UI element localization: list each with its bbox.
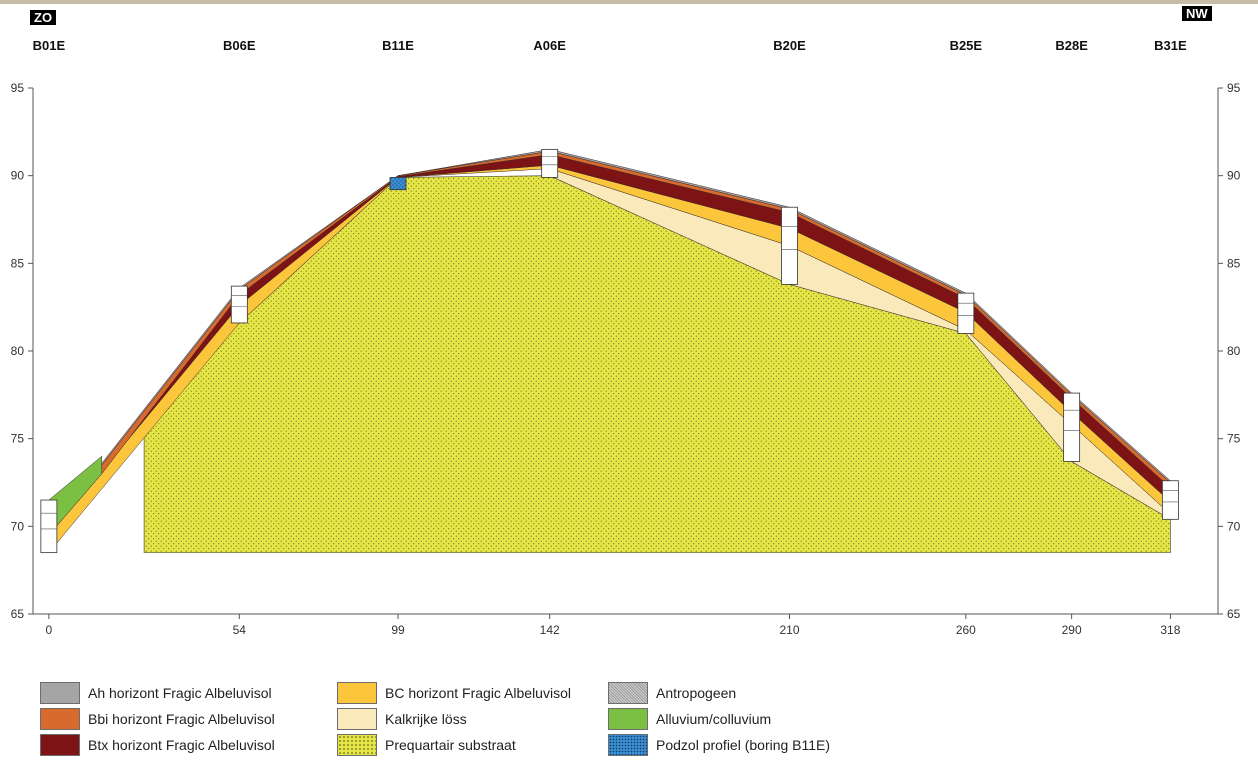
legend-label: Antropogeen <box>656 685 737 701</box>
borehole-b20e <box>781 206 798 285</box>
legend-label: BC horizont Fragic Albeluvisol <box>385 685 571 701</box>
soil-layers <box>48 149 1171 554</box>
y-tick-label-right: 70 <box>1227 519 1241 533</box>
y-tick-label-right: 80 <box>1227 344 1241 358</box>
x-tick-label: 260 <box>956 623 976 637</box>
legend-swatch <box>608 708 648 730</box>
legend-swatch <box>337 734 377 756</box>
orientation-label-nw: NW <box>1182 6 1212 21</box>
x-tick-label: 290 <box>1062 623 1082 637</box>
borehole-label-b01e: B01E <box>33 38 66 53</box>
y-tick-label-left: 65 <box>11 607 25 621</box>
y-tick-label-left: 75 <box>11 432 25 446</box>
legend-swatch <box>40 682 80 704</box>
legend-label: Bbi horizont Fragic Albeluvisol <box>88 711 275 727</box>
legend-label: Kalkrijke löss <box>385 711 467 727</box>
soil-profile-chart: 65 65 70 70 75 75 80 80 85 85 90 90 95 95 0 54 99 142 210 2… <box>11 38 1241 637</box>
axes: 65 65 70 70 75 75 80 80 85 85 90 90 95 95 0 54 99 142 210 2… <box>11 81 1241 637</box>
y-tick-label-left: 85 <box>11 256 25 270</box>
borehole-label-b28e: B28E <box>1055 38 1088 53</box>
x-tick-label: 210 <box>779 623 799 637</box>
legend-label: Alluvium/colluvium <box>656 711 772 727</box>
y-tick-label-right: 75 <box>1227 432 1241 446</box>
legend-label: Ah horizont Fragic Albeluvisol <box>88 685 272 701</box>
legend-swatch <box>337 708 377 730</box>
borehole-b06e <box>230 285 248 324</box>
legend-swatch <box>40 734 80 756</box>
x-tick-label: 142 <box>540 623 560 637</box>
borehole-b25e <box>957 292 975 334</box>
legend-label: Prequartair substraat <box>385 737 516 753</box>
x-tick-label: 0 <box>46 623 53 637</box>
borehole-labels: B01E B06E B11E A06E B20E B25E B28E B31E <box>33 38 1187 53</box>
y-tick-label-left: 70 <box>11 519 25 533</box>
orientation-label-zo: ZO <box>30 10 57 25</box>
legend-swatch <box>608 734 648 756</box>
x-tick-label: 99 <box>391 623 405 637</box>
borehole-b28e <box>1063 392 1081 462</box>
top-border <box>0 0 1258 4</box>
legend-swatch <box>337 682 377 704</box>
borehole-b31e <box>1161 480 1179 520</box>
borehole-label-a06e: A06E <box>533 38 566 53</box>
legend-label: Btx horizont Fragic Albeluvisol <box>88 737 275 753</box>
legend-swatch <box>40 708 80 730</box>
borehole-a06e <box>541 148 559 178</box>
x-tick-label: 54 <box>233 623 247 637</box>
legend-label: Podzol profiel (boring B11E) <box>656 737 831 753</box>
y-tick-label-right: 85 <box>1227 256 1241 270</box>
borehole-label-b06e: B06E <box>223 38 256 53</box>
borehole-label-b20e: B20E <box>773 38 806 53</box>
x-tick-label: 318 <box>1160 623 1180 637</box>
y-tick-label-left: 95 <box>11 81 25 95</box>
y-tick-label-right: 95 <box>1227 81 1241 95</box>
borehole-b01e <box>40 499 58 554</box>
boreholes <box>40 148 1179 554</box>
borehole-label-b25e: B25E <box>950 38 983 53</box>
borehole-label-b31e: B31E <box>1154 38 1187 53</box>
y-tick-label-left: 90 <box>11 169 25 183</box>
borehole-label-b11e: B11E <box>382 38 414 53</box>
y-tick-label-right: 90 <box>1227 169 1241 183</box>
borehole-b11e <box>389 177 407 191</box>
legend-swatch <box>608 682 648 704</box>
y-tick-label-left: 80 <box>11 344 25 358</box>
y-tick-label-right: 65 <box>1227 607 1241 621</box>
